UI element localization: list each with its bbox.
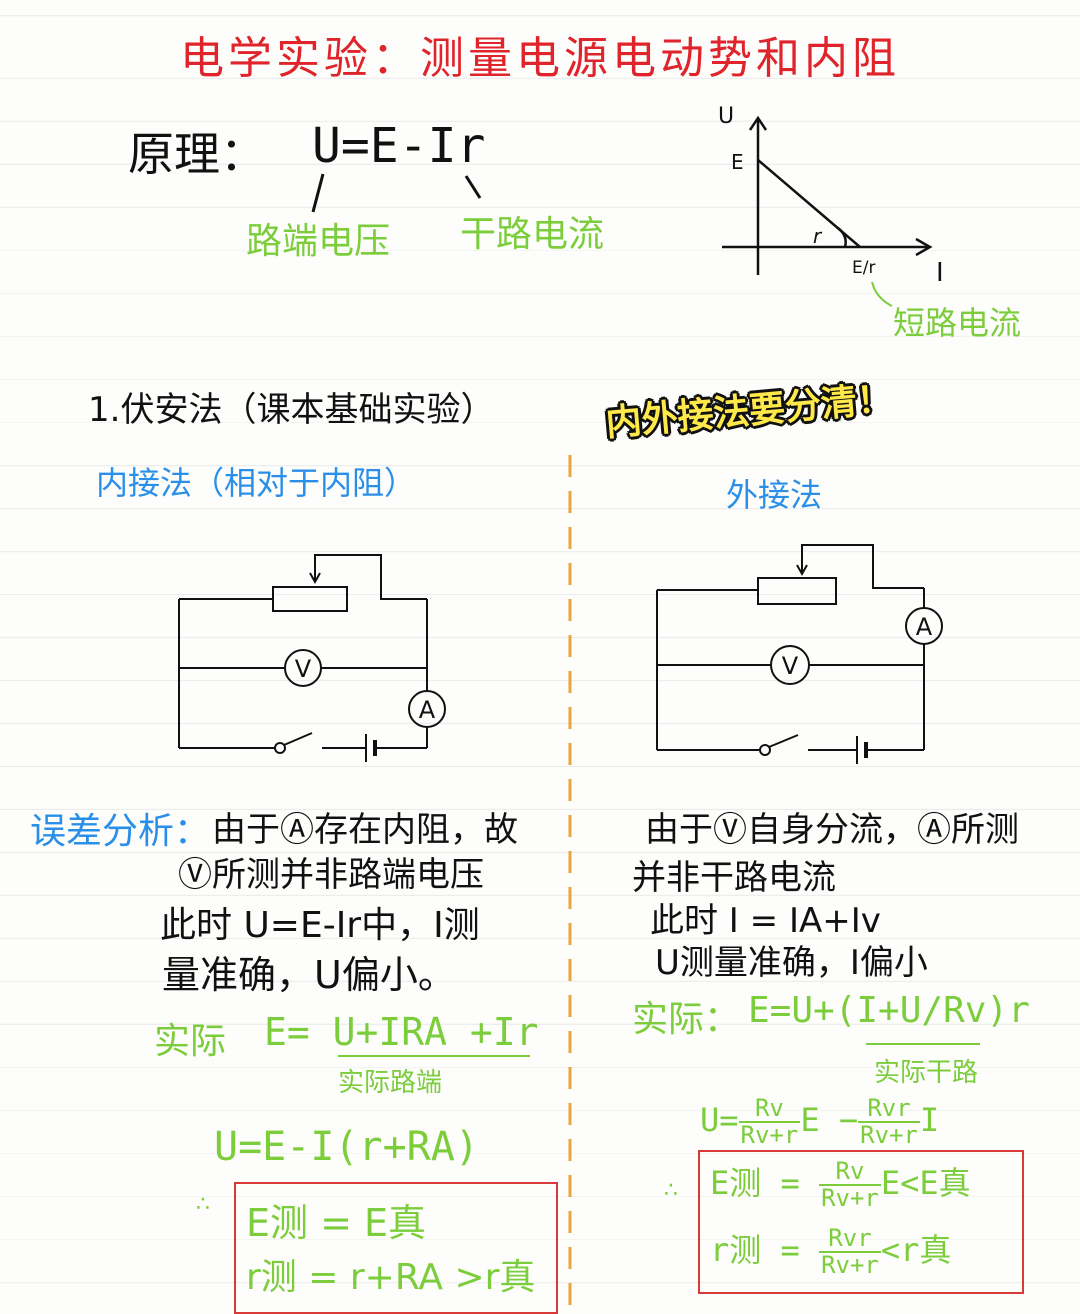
right-switch-pivot (759, 744, 771, 756)
right-ammeter-label: A (916, 613, 933, 641)
right-rheostat-slider-wire (801, 544, 924, 589)
left-switch-blade (283, 732, 313, 746)
right-voltmeter-label: V (782, 652, 799, 680)
page-title: 电学实验：测量电源电动势和内阻 (180, 33, 900, 84)
left-u-formula: U=E-I(r+RA) (214, 1124, 479, 1170)
graph-x-arrow (915, 237, 933, 257)
left-rheostat-slider-wire (314, 554, 427, 600)
graph-y-arrow (748, 115, 768, 131)
left-therefore: ∴ (196, 1192, 210, 1217)
right-actual-note: 实际干路 (874, 1058, 979, 1088)
ui-graph (722, 115, 933, 275)
left-switch-pivot (274, 742, 286, 754)
principle-formula: U=E-Ir (312, 118, 486, 174)
method-heading: 1.伏安法（课本基础实验） (88, 390, 495, 430)
note-main-current: 干路电流 (460, 214, 605, 255)
right-slider-arrow (796, 564, 808, 577)
pointer-line-u (311, 173, 325, 213)
graph-y-intercept-label: E (731, 150, 744, 174)
left-line-2: Ⓥ所测并非路端电压 (178, 855, 484, 895)
left-heading: 内接法（相对于内阻） (96, 464, 417, 502)
right-switch-blade (768, 734, 799, 748)
right-line-1: 由于Ⓥ自身分流，Ⓐ所测 (645, 810, 1019, 850)
left-rheostat (272, 586, 348, 612)
right-u-pre: U= (700, 1101, 739, 1139)
right-result-box (698, 1150, 1024, 1294)
graph-angle-arc (837, 227, 847, 248)
right-line-2: 并非干路电流 (632, 858, 836, 898)
right-voltmeter (770, 645, 810, 685)
analysis-label: 误差分析： (30, 811, 211, 852)
note-terminal-voltage: 路端电压 (246, 221, 391, 262)
left-ammeter-label: A (419, 696, 436, 724)
right-line-3: 此时 I = IA+Iv (650, 901, 881, 941)
graph-x-intercept-label: E/r (852, 258, 876, 278)
right-heading: 外接法 (726, 476, 823, 514)
left-line-4: 量准确，U偏小。 (162, 953, 456, 997)
graph-slope-label: r (813, 224, 822, 248)
left-slider-arrow (309, 572, 321, 585)
graph-y-axis-label: U (718, 104, 735, 129)
graph-short-circuit-note: 短路电流 (893, 304, 1022, 342)
left-result-e: E测 = E真 (246, 1201, 427, 1245)
right-u-mid: E − (800, 1101, 859, 1139)
left-actual-formula: E= U+IRA +Ir (264, 1010, 539, 1054)
right-circuit (656, 544, 943, 764)
right-actual-label: 实际： (632, 999, 741, 1040)
pointer-line-i (464, 175, 482, 199)
right-therefore: ∴ (664, 1178, 678, 1203)
left-voltmeter (284, 649, 322, 687)
right-u-post: I (919, 1101, 940, 1139)
left-circuit (178, 554, 446, 762)
right-rheostat (757, 577, 837, 605)
left-line-3: 此时 U=E-Ir中，I测 (160, 905, 480, 946)
principle-label: 原理： (128, 127, 266, 181)
left-voltmeter-label: V (295, 655, 312, 683)
graph-x-axis-label: I (936, 258, 944, 288)
left-result-r: r测 = r+RA >r真 (246, 1257, 536, 1298)
right-line-4: U测量准确，I偏小 (655, 943, 928, 983)
graph-note-pointer (871, 281, 893, 307)
right-actual-formula: E=U+(I+U/Rv)r (748, 990, 1030, 1031)
left-actual-label: 实际 (154, 1021, 227, 1062)
left-actual-note: 实际路端 (338, 1068, 443, 1098)
left-line-1: 由于Ⓐ存在内阻，故 (212, 810, 518, 850)
